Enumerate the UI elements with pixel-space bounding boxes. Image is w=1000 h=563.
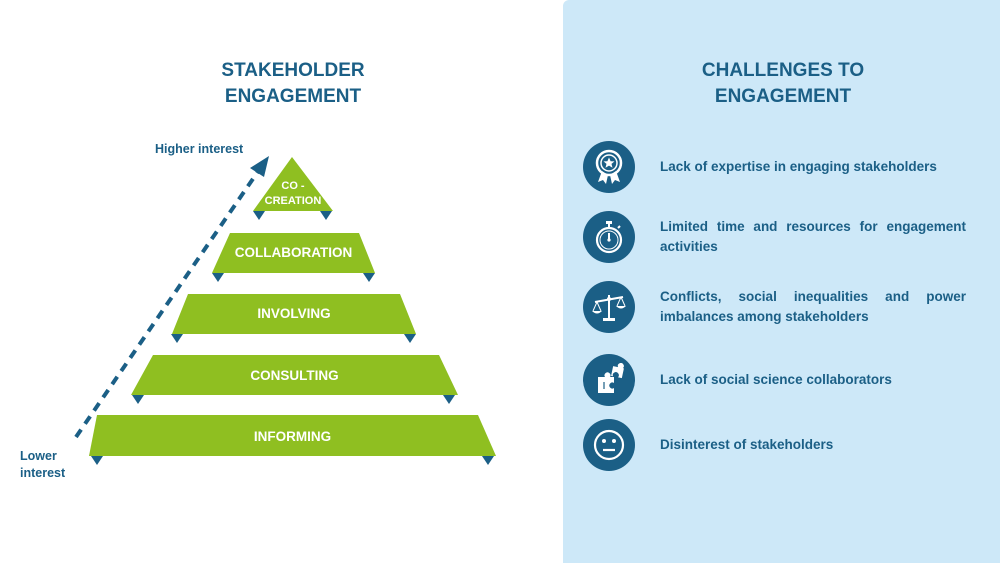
stopwatch-icon <box>583 211 635 263</box>
stakeholder-engagement-title: STAKEHOLDER ENGAGEMENT <box>193 58 393 110</box>
challenge-text: Limited time and resources for engagemen… <box>660 219 966 254</box>
title-line-1: CHALLENGES TO <box>701 60 865 81</box>
title-line-1: STAKEHOLDER <box>221 60 365 81</box>
challenge-text: Conflicts, social inequalities and power… <box>660 289 966 324</box>
interest-arrow-head <box>250 156 269 177</box>
level-collaboration-shape <box>212 233 375 273</box>
challenge-text: Disinterest of stakeholders <box>660 437 834 452</box>
level-involving-label: INVOLVING <box>257 306 331 321</box>
title-line-2: ENGAGEMENT <box>714 86 852 107</box>
neutral-face-icon <box>583 419 635 471</box>
engagement-pyramid <box>74 156 496 465</box>
challenges-title: CHALLENGES TO ENGAGEMENT <box>653 58 913 110</box>
level-consulting-foot-left <box>132 395 144 404</box>
balance-scale-icon <box>583 281 635 333</box>
interest-arrow-line <box>74 168 261 439</box>
challenge-item-expertise: Lack of expertise in engaging stakeholde… <box>583 141 983 195</box>
title-line-2: ENGAGEMENT <box>224 86 362 107</box>
level-co-creation-foot-right <box>320 211 332 220</box>
challenge-text: Lack of social science collaborators <box>660 372 892 387</box>
challenge-item-social-science: Lack of social science collaborators <box>583 354 983 408</box>
challenge-item-time: Limited time and resources for engagemen… <box>583 211 983 265</box>
level-involving-foot-right <box>404 334 416 343</box>
level-collaboration-foot-left <box>212 273 224 282</box>
stakeholder-engagement-panel: STAKEHOLDER ENGAGEMENT Higher interest L… <box>20 58 496 480</box>
level-collaboration-foot-right <box>363 273 375 282</box>
challenges-panel: CHALLENGES TO ENGAGEMENT Lack of experti… <box>563 0 1000 563</box>
challenge-item-disinterest: Disinterest of stakeholders <box>583 419 983 473</box>
higher-interest-label: Higher interest <box>155 142 244 156</box>
challenge-item-conflicts: Conflicts, social inequalities and power… <box>583 281 983 335</box>
award-badge-icon <box>583 141 635 193</box>
level-co-creation-shape <box>253 157 333 211</box>
level-informing-label: INFORMING <box>253 429 332 444</box>
level-consulting-label: CONSULTING <box>250 368 339 383</box>
level-co-creation-label: CO - CREATION <box>264 180 322 207</box>
level-informing-foot-left <box>91 456 103 465</box>
level-collaboration-label: COLLABORATION <box>234 245 353 260</box>
challenge-text: Lack of expertise in engaging stakeholde… <box>660 159 937 174</box>
lower-interest-label: Lower interest <box>20 449 66 480</box>
level-involving-shape <box>172 294 416 334</box>
level-informing-foot-right <box>482 456 494 465</box>
level-involving-foot-left <box>171 334 183 343</box>
level-consulting-foot-right <box>443 395 455 404</box>
puzzle-icon <box>583 354 635 406</box>
level-consulting-shape <box>131 355 458 395</box>
level-co-creation-foot-left <box>253 211 265 220</box>
level-informing-shape <box>89 415 496 456</box>
